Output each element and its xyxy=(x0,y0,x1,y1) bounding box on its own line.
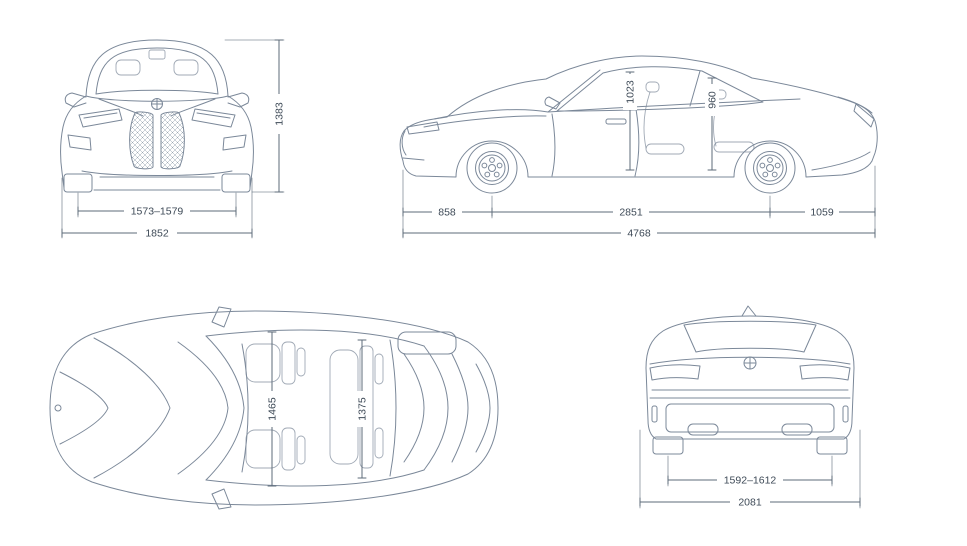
side-wheelbase-label: 2851 xyxy=(619,207,643,219)
dim-side-interior-height-rear: 960 xyxy=(705,77,719,171)
front-view-drawing xyxy=(60,39,254,193)
top-interior-width-front-label: 1465 xyxy=(267,397,279,421)
side-underbody xyxy=(402,140,873,178)
top-right-mirror xyxy=(211,488,232,510)
side-interior-height-rear-label: 960 xyxy=(707,91,719,109)
rear-bmw-roundel xyxy=(743,356,757,370)
front-lower-apron xyxy=(81,170,233,178)
front-left-mirror xyxy=(64,92,87,108)
side-rear-overhang-label: 1059 xyxy=(810,207,834,219)
side-door-cuts xyxy=(551,108,640,177)
front-right-tire xyxy=(221,173,251,193)
front-track-label: 1573–1579 xyxy=(131,206,184,218)
front-right-mirror xyxy=(227,92,250,108)
top-rear-window xyxy=(403,345,449,471)
front-width-label: 1852 xyxy=(145,228,169,240)
side-rear-wheel xyxy=(744,142,796,194)
front-windshield xyxy=(95,47,219,95)
dim-side-lengths: 858 2851 1059 xyxy=(402,165,876,239)
top-left-mirror xyxy=(211,306,232,328)
front-body-sides xyxy=(60,95,254,189)
rear-view-drawing xyxy=(645,305,855,455)
rear-left-tire xyxy=(652,436,684,455)
side-mirror xyxy=(544,96,561,110)
side-hood-lines xyxy=(423,109,549,128)
side-taillight xyxy=(853,103,875,128)
dim-top-interior-width-front: 1465 xyxy=(265,331,279,487)
rear-antenna-fin xyxy=(741,305,757,317)
top-windshield xyxy=(177,335,245,481)
side-front-bumper xyxy=(401,130,425,161)
dim-front-width: 1852 xyxy=(61,177,253,240)
rear-width-label: 2081 xyxy=(738,497,762,509)
top-body-outline xyxy=(49,310,499,506)
rear-left-exhaust xyxy=(687,423,719,436)
side-rear-lines xyxy=(811,96,873,171)
front-headlights xyxy=(78,108,236,128)
side-headlight xyxy=(406,121,440,135)
top-deck-lines xyxy=(451,353,491,463)
side-view-drawing xyxy=(399,55,878,194)
dim-front-track: 1573–1579 xyxy=(77,192,237,218)
top-front-badge xyxy=(54,404,62,412)
side-overall-length-label: 4768 xyxy=(627,228,651,240)
side-beltline xyxy=(547,98,801,113)
dim-rear-width: 2081 xyxy=(639,429,861,509)
front-interior-headrests xyxy=(115,49,199,76)
front-roof-outline xyxy=(85,39,229,97)
rear-diffuser xyxy=(665,403,835,433)
rear-window xyxy=(683,320,817,353)
dim-side-overall-length: 4768 xyxy=(402,226,876,240)
top-nose-lines xyxy=(59,371,109,445)
front-side-intakes xyxy=(67,134,247,151)
rearview-mirror xyxy=(148,49,166,60)
side-door-handle xyxy=(605,118,627,125)
rear-taillights xyxy=(649,364,851,381)
top-roof-bows xyxy=(241,339,397,477)
side-windshield-line xyxy=(547,69,601,113)
top-roof-detail xyxy=(397,331,457,355)
side-interior-height-front-label: 1023 xyxy=(625,80,637,104)
rear-right-reflector xyxy=(842,405,849,423)
front-left-tire xyxy=(63,173,93,193)
rear-track-label: 1592–1612 xyxy=(724,475,777,487)
side-front-overhang-label: 858 xyxy=(438,207,456,219)
rear-right-exhaust xyxy=(781,423,813,436)
dim-top-interior-width-rear: 1375 xyxy=(355,339,369,479)
top-view-drawing xyxy=(49,306,499,510)
front-kidney-grille xyxy=(129,111,185,170)
top-greenhouse-sides xyxy=(205,329,425,487)
side-silhouette xyxy=(399,55,878,162)
top-hood-cutline xyxy=(93,337,171,479)
dim-front-height: 1383 xyxy=(224,39,286,193)
rear-body-outline xyxy=(645,315,855,440)
top-interior-width-rear-label: 1375 xyxy=(357,397,369,421)
side-interior-seats xyxy=(643,81,755,155)
front-bmw-roundel xyxy=(151,98,163,110)
front-height-label: 1383 xyxy=(274,102,286,126)
side-glasshouse xyxy=(556,66,764,112)
dim-rear-track: 1592–1612 xyxy=(667,455,833,487)
side-front-wheel xyxy=(466,142,518,194)
rear-left-reflector xyxy=(651,405,658,423)
dim-side-interior-height-front: 1023 xyxy=(623,71,637,171)
rear-right-tire xyxy=(816,436,848,455)
